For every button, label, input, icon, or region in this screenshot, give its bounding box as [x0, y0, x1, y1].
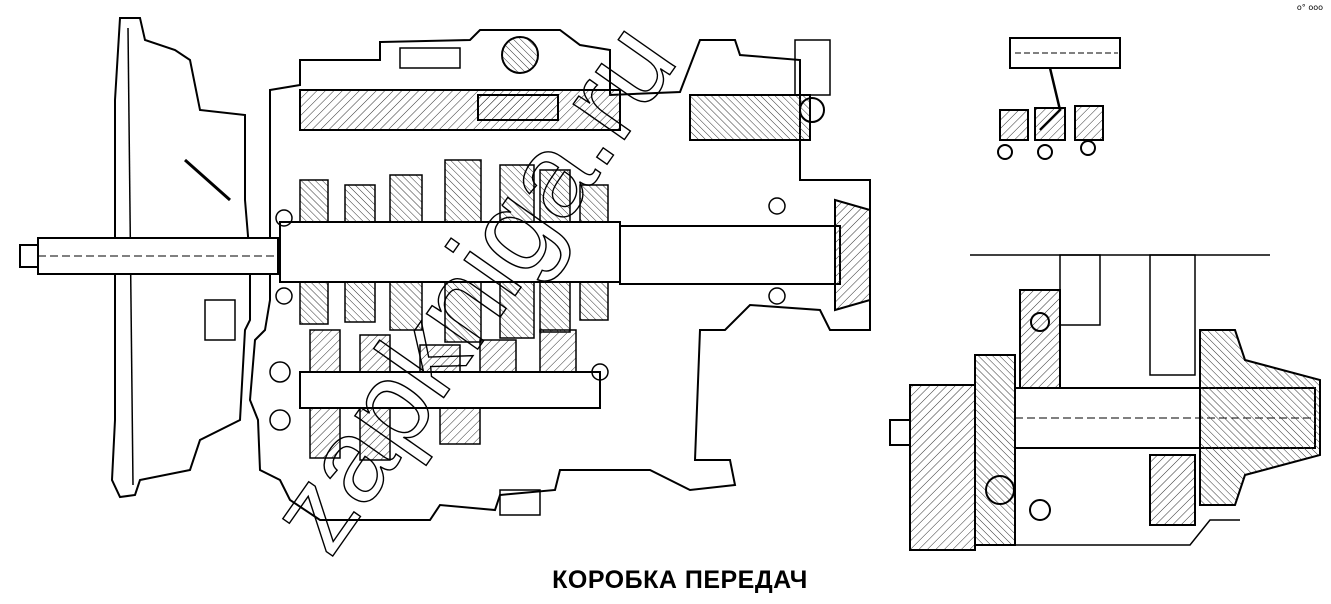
top-cover [299, 89, 621, 131]
countershaft [299, 371, 601, 409]
bearings [269, 197, 786, 431]
countershaft-gears [309, 329, 577, 461]
output-section-detail [889, 254, 1321, 551]
main-shaft [279, 221, 621, 283]
main-shaft-gears [299, 159, 609, 343]
diagram-title: КОРОБКА ПЕРЕДАЧ [552, 566, 808, 594]
main-section-view [19, 17, 871, 521]
output-shaft [619, 225, 841, 285]
corner-mark: о° ооо [1296, 3, 1323, 12]
shift-mechanism-detail [997, 37, 1121, 160]
bell-housing [110, 17, 251, 499]
gearbox-housing [248, 29, 871, 521]
